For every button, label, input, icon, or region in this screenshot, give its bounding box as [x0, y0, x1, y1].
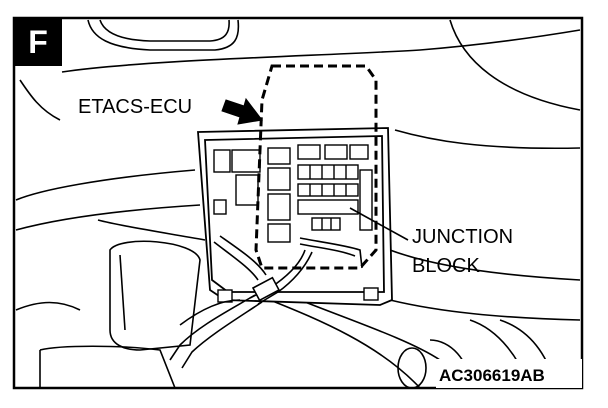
figure-code-box: AC306619AB — [436, 359, 582, 388]
junction-block-label-line1: JUNCTION — [412, 226, 513, 248]
steering-column — [15, 240, 201, 389]
etacs-ecu-callout: ETACS-ECU — [78, 96, 263, 125]
section-letter: F — [28, 24, 48, 60]
etacs-ecu-label: ETACS-ECU — [78, 96, 192, 118]
section-badge: F — [14, 18, 62, 66]
junction-block-label-line2: BLOCK — [412, 255, 480, 277]
junction-block-leader — [349, 207, 409, 241]
junction-block-callout: JUNCTION BLOCK — [349, 207, 513, 277]
wiring-harness — [169, 235, 363, 369]
figure-code: AC306619AB — [439, 366, 545, 385]
dashboard-lineart — [15, 19, 581, 321]
etacs-ecu-outline — [254, 64, 378, 270]
etacs-ecu-arrow-icon — [221, 97, 263, 125]
